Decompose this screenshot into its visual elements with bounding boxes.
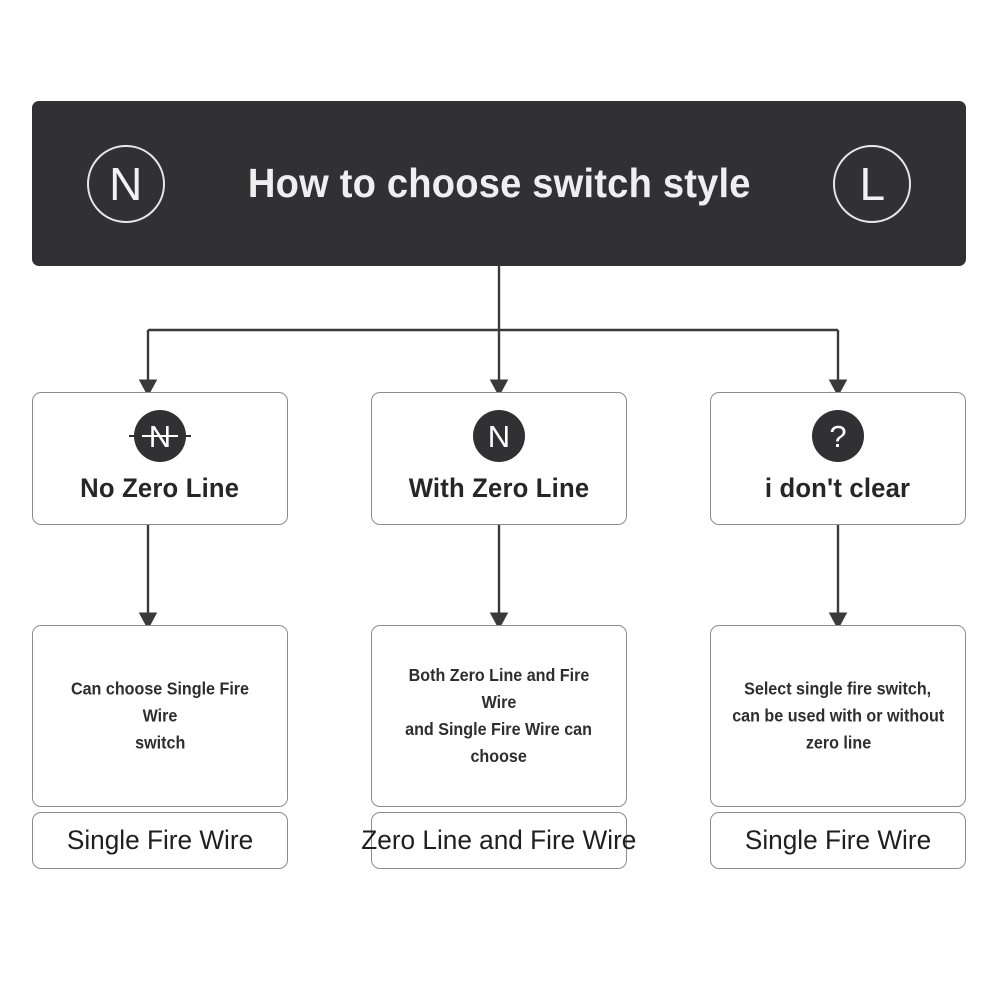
result-footer-unclear: Single Fire Wire [710,812,966,869]
header-banner: N How to choose switch style L [32,101,966,266]
result-2-line-3: choose [470,746,528,767]
header-content: N How to choose switch style L [86,144,912,223]
live-wire-circle-icon: L [833,144,912,223]
result-footer-no-zero-line: Single Fire Wire [32,812,288,869]
neutral-wire-circle-icon: N [86,144,165,223]
choice-box-no-zero-line[interactable]: N No Zero Line [32,392,288,525]
result-1-line-1: Can choose Single Fire Wire [70,678,250,726]
result-footer-label-2: Zero Line and Fire Wire [361,825,637,855]
header-right-badge-label: L [859,157,886,210]
result-3-line-3: zero line [805,732,871,753]
result-box-no-zero-line: Can choose Single Fire Wire switch [32,625,288,807]
result-description-1: Can choose Single Fire Wire switch [43,675,277,756]
choice-label-no-zero-line: No Zero Line [80,473,240,503]
question-mark-circle-icon: ? [812,410,864,462]
result-footer-with-zero-line: Zero Line and Fire Wire [361,812,637,869]
result-description-2: Both Zero Line and Fire Wire and Single … [382,662,616,771]
result-2-line-2: and Single Fire Wire can [405,719,593,739]
header-left-badge-label: N [109,157,143,210]
branch-3-badge-label: ? [829,418,847,454]
result-3-line-2: can be used with or without [731,705,945,726]
choice-label-with-zero-line: With Zero Line [408,473,590,503]
result-box-unclear: Select single fire switch, can be used w… [710,625,966,807]
result-2-line-1: Both Zero Line and Fire Wire [408,664,590,712]
result-box-with-zero-line: Both Zero Line and Fire Wire and Single … [371,625,627,807]
choice-box-unclear[interactable]: ? i don't clear [710,392,966,525]
branch-2-badge-label: N [487,418,511,454]
page-title: How to choose switch style [247,160,751,206]
result-footer-label-1: Single Fire Wire [66,825,254,855]
n-circle-icon: N [473,410,525,462]
n-struck-through-icon: N [129,410,191,462]
result-3-line-1: Select single fire switch, [744,678,932,699]
choice-box-with-zero-line[interactable]: N With Zero Line [371,392,627,525]
branch-1-badge-label: N [141,418,179,454]
choice-label-unclear: i don't clear [765,473,911,503]
result-description-3: Select single fire switch, can be used w… [721,675,955,756]
result-footer-label-3: Single Fire Wire [744,825,932,855]
result-1-line-2: switch [134,732,186,753]
